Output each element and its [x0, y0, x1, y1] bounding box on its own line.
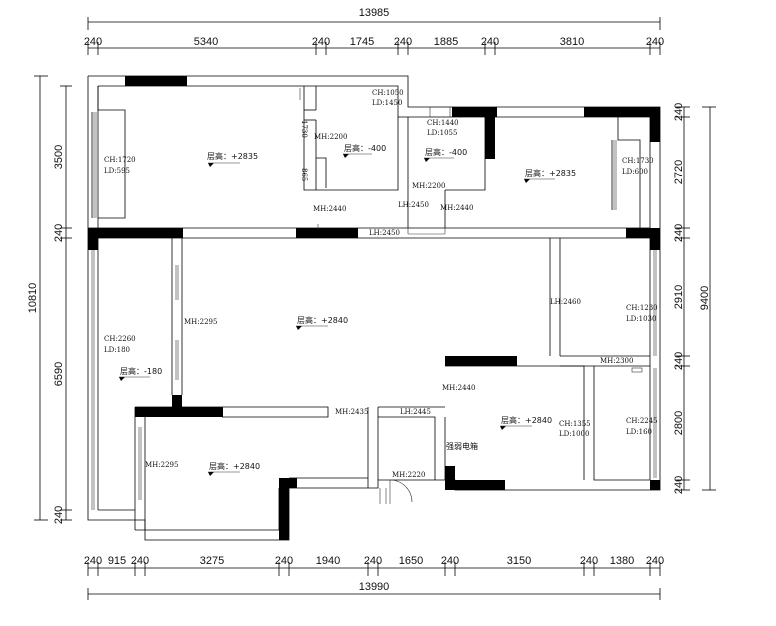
room-annotations: 层高：+2835 层高：-400 层高：-400 层高：+2835 层高：+28… — [104, 89, 658, 479]
ld-1055: LD:1055 — [427, 129, 457, 137]
bottom-seg-12: 1380 — [610, 555, 634, 567]
bottom-seg-9: 240 — [441, 555, 459, 567]
ld-1000: LD:1000 — [559, 430, 589, 438]
top-seg-7: 240 — [481, 36, 499, 48]
bottom-seg-1: 240 — [84, 555, 102, 567]
lh-2445: LH:2445 — [400, 408, 431, 416]
bottom-seg-5: 240 — [275, 555, 293, 567]
level-markers — [119, 153, 555, 476]
left-total-dim: 10810 — [27, 283, 39, 314]
bottom-seg-3: 240 — [131, 555, 149, 567]
bottom-seg-6: 1940 — [316, 555, 340, 567]
right-seg-4: 2910 — [673, 285, 685, 309]
structural-columns — [88, 76, 660, 540]
mh-2200-b: MH:2200 — [412, 182, 445, 190]
ch-1355: CH:1355 — [559, 420, 591, 428]
right-seg-1: 240 — [673, 103, 685, 121]
left-dimension-chain: 10810 3500 240 6590 240 — [27, 75, 72, 524]
level-label-bedroom-2: 层高：+2835 — [525, 168, 576, 178]
ch-2245: CH:2245 — [626, 417, 658, 425]
mh-2295-a: MH:2295 — [184, 318, 217, 326]
level-label-balcony: 层高：-180 — [120, 366, 162, 376]
right-total-dim: 9400 — [699, 286, 711, 310]
ch-2260: CH:2260 — [104, 335, 136, 343]
top-seg-4: 1745 — [350, 36, 374, 48]
bottom-total-dim: 13990 — [359, 581, 390, 593]
ld-160: LD:160 — [626, 428, 652, 436]
top-seg-1: 240 — [84, 36, 102, 48]
ld-1450: LD:1450 — [372, 99, 402, 107]
ch-1730: CH:1730 — [622, 157, 654, 165]
dim-865: 865 — [300, 168, 308, 181]
top-seg-5: 240 — [394, 36, 412, 48]
top-seg-9: 240 — [646, 36, 664, 48]
ld-1030: LD:1030 — [626, 315, 656, 323]
bottom-seg-7: 240 — [364, 555, 382, 567]
ch-1050: CH:1050 — [372, 89, 404, 97]
left-seg-3: 6590 — [53, 362, 65, 386]
top-total-dim: 13985 — [359, 7, 390, 19]
level-label-bath-1: 层高：-400 — [344, 143, 386, 153]
bottom-seg-4: 3275 — [200, 555, 224, 567]
mh-2440-b: MH:2440 — [440, 204, 473, 212]
ch-1230: CH:1230 — [626, 304, 658, 312]
bottom-seg-2: 915 — [108, 555, 126, 567]
level-label-living: 层高：+2840 — [297, 315, 348, 325]
top-dimension-chain: 13985 240 5340 240 1745 240 1885 240 381… — [84, 7, 664, 55]
top-seg-6: 1885 — [434, 36, 458, 48]
top-seg-3: 240 — [312, 36, 330, 48]
top-seg-2: 5340 — [194, 36, 218, 48]
lh-2450-a: LH:2450 — [398, 201, 429, 209]
right-seg-3: 240 — [673, 224, 685, 242]
weak-current-box-label: 强弱电箱 — [446, 441, 478, 451]
ld-595: LD:595 — [104, 167, 130, 175]
bottom-seg-10: 3150 — [507, 555, 531, 567]
mh-2220: MH:2220 — [392, 471, 425, 479]
bottom-dimension-chain: 240 915 240 3275 240 1940 240 1650 240 3… — [84, 555, 664, 600]
bottom-seg-11: 240 — [580, 555, 598, 567]
right-seg-5: 240 — [673, 352, 685, 370]
mh-2300: MH:2300 — [600, 357, 633, 365]
mh-2440-c: MH:2440 — [442, 384, 475, 392]
right-seg-7: 240 — [673, 476, 685, 494]
mh-2435: MH:2435 — [335, 408, 368, 416]
lh-2450-b: LH:2450 — [369, 229, 400, 237]
right-dimension-chain: 240 2720 240 2910 240 2800 240 9400 — [673, 103, 716, 494]
lh-2460: LH:2460 — [550, 298, 581, 306]
bottom-seg-8: 1650 — [399, 555, 423, 567]
level-label-bedroom-3: 层高：+2840 — [209, 461, 260, 471]
left-seg-4: 240 — [53, 506, 65, 524]
level-label-bedroom-1: 层高：+2835 — [207, 151, 258, 161]
mh-2295-b: MH:2295 — [145, 461, 178, 469]
dim-1730: 1730 — [300, 120, 308, 138]
right-seg-2: 2720 — [673, 160, 685, 184]
level-label-bath-2: 层高：-400 — [425, 147, 467, 157]
right-seg-6: 2800 — [673, 411, 685, 435]
windows-and-doors — [91, 88, 657, 510]
ch-1440: CH:1440 — [427, 119, 459, 127]
bottom-seg-13: 240 — [646, 555, 664, 567]
ld-600: LD:600 — [622, 168, 648, 176]
ch-1720: CH:1720 — [104, 156, 136, 164]
top-seg-8: 3810 — [560, 36, 584, 48]
mh-2200-a: MH:2200 — [314, 133, 347, 141]
ld-180: LD:180 — [104, 346, 130, 354]
left-seg-2: 240 — [53, 224, 65, 242]
mh-2440-a: MH:2440 — [313, 205, 346, 213]
level-label-kitchen: 层高：+2840 — [501, 415, 552, 425]
left-seg-1: 3500 — [53, 145, 65, 169]
